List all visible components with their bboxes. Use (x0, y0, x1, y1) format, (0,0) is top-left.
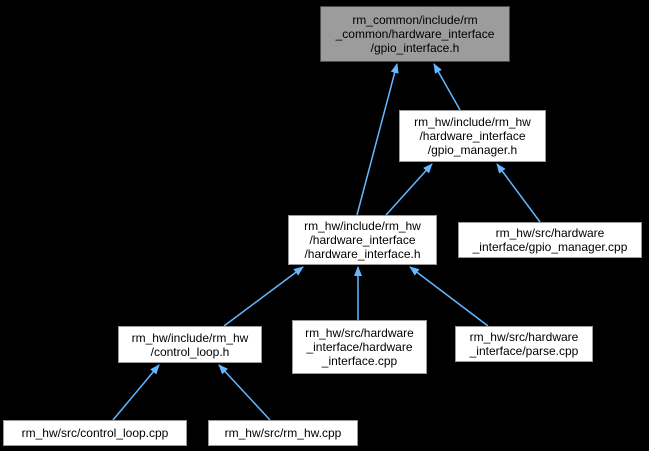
graph-node-hardware-interface-cpp[interactable]: rm_hw/src/hardware_interface/hardware_in… (292, 320, 427, 374)
node-label-line: /hardware_interface (309, 233, 416, 247)
graph-node-gpio-manager-cpp[interactable]: rm_hw/src/hardware_interface/gpio_manage… (458, 222, 642, 258)
node-label-line: rm_hw/include/rm_hw (304, 219, 421, 233)
node-label-line: _interface/hardware (306, 340, 413, 354)
include-edge-gpio-manager-cpp-to-gpio-manager-h (496, 163, 541, 223)
node-label-line: /hardware_interface.h (304, 247, 421, 261)
node-label-line: rm_hw/src/hardware (469, 330, 579, 344)
node-label-line: /hardware_interface (419, 129, 526, 143)
node-label-line: _interface.cpp (321, 354, 398, 368)
node-label-line: rm_hw/include/rm_hw (414, 115, 531, 129)
include-edge-rm-hw-cpp-to-control-loop-h (218, 364, 271, 421)
node-label-line: /gpio_interface.h (370, 41, 460, 55)
graph-node-gpio-interface-h[interactable]: rm_common/include/rm_common/hardware_int… (320, 6, 510, 62)
node-label-line: _interface/gpio_manager.cpp (472, 240, 628, 254)
graph-node-hardware-interface-h[interactable]: rm_hw/include/rm_hw/hardware_interface/h… (288, 215, 437, 265)
graph-node-control-loop-h[interactable]: rm_hw/include/rm_hw/control_loop.h (118, 326, 262, 363)
include-edge-control-loop-h-to-hardware-interface-h (223, 266, 304, 327)
graph-node-control-loop-cpp[interactable]: rm_hw/src/control_loop.cpp (3, 420, 187, 446)
node-label-line: rm_hw/src/control_loop.cpp (21, 426, 169, 440)
include-edge-control-loop-cpp-to-control-loop-h (112, 364, 160, 421)
node-label-line: rm_hw/src/rm_hw.cpp (224, 426, 342, 440)
node-label-line: rm_hw/include/rm_hw (131, 330, 249, 345)
node-label-line: _interface/parse.cpp (469, 344, 579, 358)
include-edge-parse-cpp-to-hardware-interface-h (409, 266, 489, 327)
node-label-line: rm_hw/src/hardware (495, 226, 605, 240)
node-label-line: rm_hw/src/hardware (305, 326, 414, 340)
include-edge-hardware-interface-h-to-gpio-interface-h (356, 63, 399, 216)
node-label-line: /gpio_manager.h (427, 143, 518, 157)
node-label-line: rm_common/include/rm (352, 13, 478, 27)
node-label-line: /control_loop.h (150, 344, 230, 359)
node-label-line: _common/hardware_interface (335, 27, 495, 41)
graph-node-gpio-manager-h[interactable]: rm_hw/include/rm_hw/hardware_interface/g… (399, 110, 546, 162)
graph-node-parse-cpp[interactable]: rm_hw/src/hardware_interface/parse.cpp (455, 326, 593, 362)
include-edge-gpio-manager-h-to-gpio-interface-h (433, 63, 461, 111)
include-edge-hardware-interface-h-to-gpio-manager-h (385, 163, 433, 216)
graph-node-rm-hw-cpp[interactable]: rm_hw/src/rm_hw.cpp (208, 420, 358, 446)
